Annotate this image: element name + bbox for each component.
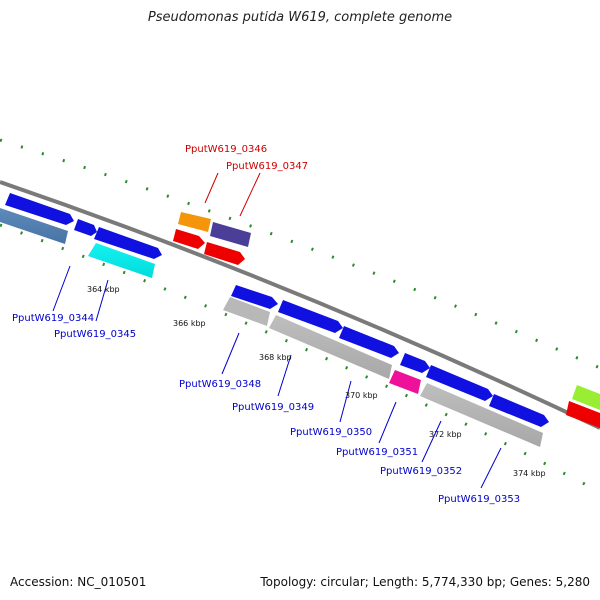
leader-lines xyxy=(52,172,502,489)
gene-label-0346[interactable]: PputW619_0346 xyxy=(185,144,267,155)
tick-label-372: 372 kbp xyxy=(429,430,462,439)
gene-label-0352[interactable]: PputW619_0352 xyxy=(380,466,462,477)
gene-label-0351[interactable]: PputW619_0351 xyxy=(336,447,418,458)
feature-red-c xyxy=(566,401,600,428)
gene-labels: PputW619_0344 PputW619_0345 PputW619_034… xyxy=(12,144,520,505)
feature-forward-g xyxy=(400,353,430,373)
feature-forward-0346 xyxy=(178,212,211,232)
forward-strand-features xyxy=(5,193,600,427)
genome-stats-text: Topology: circular; Length: 5,774,330 bp… xyxy=(260,575,590,589)
gene-label-0344[interactable]: PputW619_0344 xyxy=(12,313,94,324)
tick-labels: 364 kbp 366 kbp 368 kbp 370 kbp 372 kbp … xyxy=(87,285,546,478)
outer-dot-ring xyxy=(0,138,600,370)
gene-label-0348[interactable]: PputW619_0348 xyxy=(179,379,261,390)
red-features xyxy=(173,229,600,428)
feature-forward-d xyxy=(231,285,278,309)
genome-backbone xyxy=(0,180,600,430)
feature-forward-f xyxy=(339,326,399,358)
feature-forward-c xyxy=(94,227,162,259)
map-title: Pseudomonas putida W619, complete genome xyxy=(147,10,453,25)
gene-label-0350[interactable]: PputW619_0350 xyxy=(290,427,372,438)
tick-label-364: 364 kbp xyxy=(87,285,120,294)
feature-red-b xyxy=(204,242,245,265)
feature-forward-0353 xyxy=(489,394,549,427)
feature-red-a xyxy=(173,229,205,249)
gene-label-0353[interactable]: PputW619_0353 xyxy=(438,494,520,505)
feature-forward-a xyxy=(5,193,74,225)
feature-shading xyxy=(0,208,543,447)
feature-reverse-0348 xyxy=(223,297,270,326)
gene-label-0347[interactable]: PputW619_0347 xyxy=(226,161,308,172)
feature-forward-b xyxy=(74,219,97,236)
tick-label-368: 368 kbp xyxy=(259,353,292,362)
tick-label-370: 370 kbp xyxy=(345,391,378,400)
feature-forward-h xyxy=(572,385,600,410)
gene-label-0345[interactable]: PputW619_0345 xyxy=(54,329,136,340)
accession-text: Accession: NC_010501 xyxy=(10,575,147,589)
gene-label-0349[interactable]: PputW619_0349 xyxy=(232,402,314,413)
feature-forward-e xyxy=(278,300,343,333)
feature-forward-0347 xyxy=(210,222,251,247)
tick-label-374: 374 kbp xyxy=(513,469,546,478)
tick-label-366: 366 kbp xyxy=(173,319,206,328)
feature-forward-0350 xyxy=(426,365,493,401)
inner-dot-ring xyxy=(0,223,600,494)
feature-reverse-0351 xyxy=(389,370,421,394)
